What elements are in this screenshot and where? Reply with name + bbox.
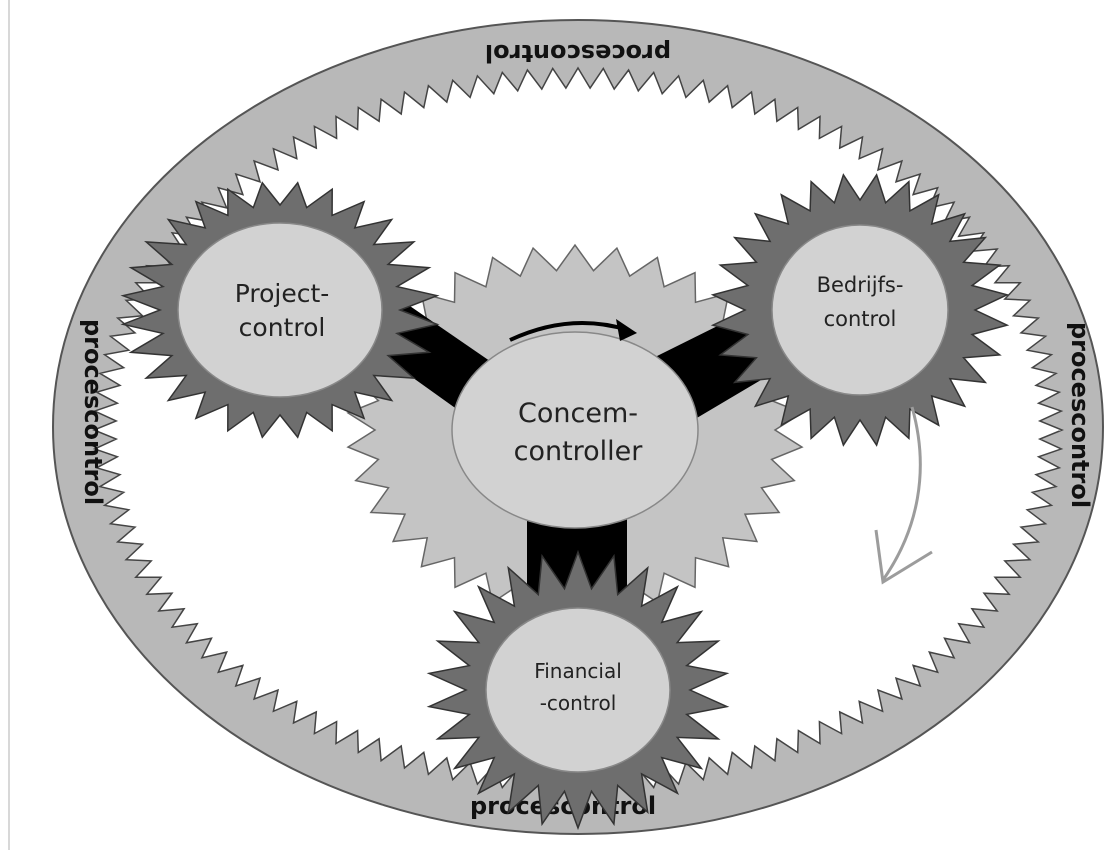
bedrijfs-label-line2: control — [824, 307, 897, 331]
return-arrow — [881, 406, 922, 581]
hub-center — [451, 331, 699, 529]
financial-label-line1: Financial — [534, 659, 622, 683]
hub-project — [177, 222, 383, 398]
hub-bedrijfs — [771, 224, 949, 396]
ring-label-right: procescontrol — [1066, 322, 1094, 508]
rotation-arrow — [509, 320, 629, 342]
center-label-line1: Concem- — [518, 398, 638, 429]
return-arrowhead — [874, 529, 933, 585]
ring-label-bottom: procescontrol — [470, 792, 656, 820]
project-label-line2: control — [239, 313, 326, 342]
project-label-line1: Project- — [235, 279, 330, 308]
center-label-line2: controller — [514, 436, 644, 467]
hub-financial — [485, 607, 671, 773]
page-left-rule — [8, 0, 10, 850]
bedrijfs-label-line1: Bedrijfs- — [817, 273, 904, 297]
ring-label-left: procescontrol — [79, 319, 107, 505]
financial-label-line2: -control — [540, 691, 617, 715]
ring-label-top: procescontrol — [485, 39, 671, 67]
rotation-arrowhead — [616, 319, 637, 341]
